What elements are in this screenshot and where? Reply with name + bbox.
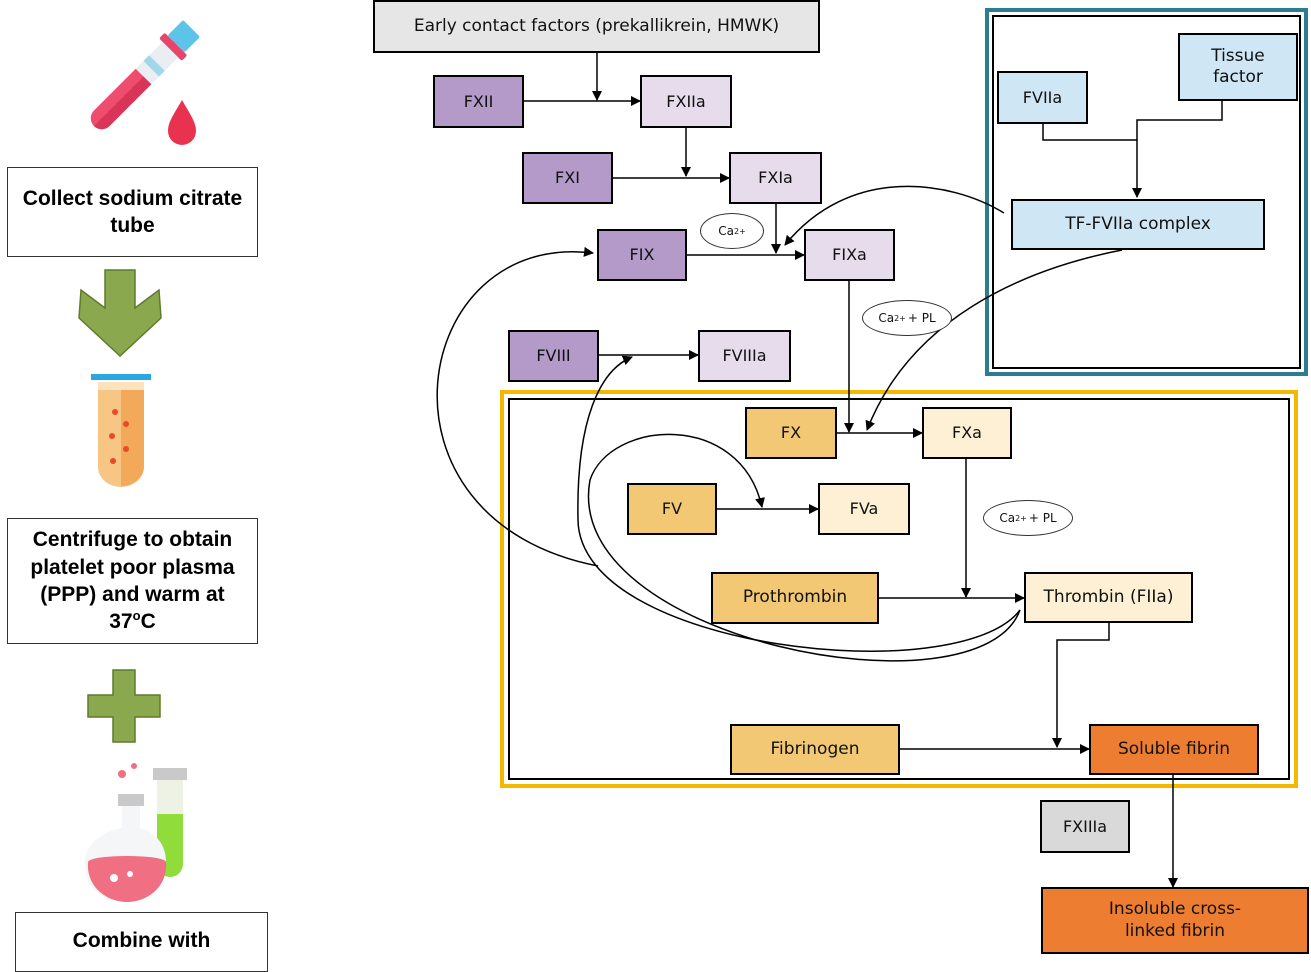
blood-test-tube-icon: [90, 20, 200, 145]
fx-box: FX: [745, 407, 837, 459]
soluble-fibrin-box: Soluble fibrin: [1089, 724, 1259, 775]
feedback-thrombin-to-fva: [587, 433, 1021, 662]
extrinsic-pathway-frame: [985, 8, 1308, 376]
fixa-box: FIXa: [804, 229, 895, 281]
arrow-tf-to-junction: [865, 249, 1123, 431]
plasma-tube-icon: [91, 374, 151, 487]
down-arrow-icon: [78, 269, 162, 358]
fviia-box: FVIIa: [997, 71, 1088, 124]
collect-tube-label: Collect sodium citrate tube: [22, 186, 243, 237]
fxia-box: FXIa: [729, 152, 822, 204]
arrow-fviia-to-complex: [1042, 124, 1142, 198]
plus-icon: [87, 669, 161, 743]
fva-box: FVa: [818, 483, 910, 535]
thrombin-box: Thrombin (FIIa): [1024, 572, 1193, 623]
fix-box: FIX: [597, 229, 687, 281]
fxii-box: FXII: [433, 75, 524, 128]
fv-box: FV: [627, 483, 717, 535]
insoluble-fibrin-box: Insoluble cross-linked fibrin: [1041, 887, 1309, 954]
fviiia-box: FVIIIa: [698, 330, 791, 382]
arrow-thrombin-to-junction: [1052, 623, 1110, 748]
combine-label: Combine with: [72, 929, 211, 952]
fxi-box: FXI: [522, 152, 613, 204]
tf-fviia-complex-box: TF-FVIIa complex: [1011, 199, 1265, 250]
fxiiia-box: FXIIIa: [1040, 800, 1130, 853]
common-pathway-frame: [500, 390, 1298, 788]
line-tissue-factor: [1136, 101, 1223, 140]
fxiia-box: FXIIa: [640, 75, 732, 128]
fviii-box: FVIII: [508, 330, 599, 382]
fibrinogen-box: Fibrinogen: [730, 724, 900, 775]
centrifuge-label: Centrifuge to obtain platelet poor plasm…: [30, 528, 235, 634]
contact-factors-box: Early contact factors (prekallikrein, HM…: [373, 0, 820, 53]
reagent-flask-icon: [84, 763, 187, 902]
centrifuge-step: Centrifuge to obtain platelet poor plasm…: [7, 518, 258, 644]
prothrombin-box: Prothrombin: [711, 572, 879, 624]
feedback-thrombin-to-fix: [436, 246, 599, 567]
tissue-factor-box: Tissue factor: [1178, 33, 1298, 101]
collect-tube-step: Collect sodium citrate tube: [7, 167, 258, 257]
arrow-tf-to-fixa: [784, 185, 1005, 246]
fxa-box: FXa: [922, 407, 1012, 459]
feedback-thrombin-to-fviiia: [577, 355, 1021, 652]
